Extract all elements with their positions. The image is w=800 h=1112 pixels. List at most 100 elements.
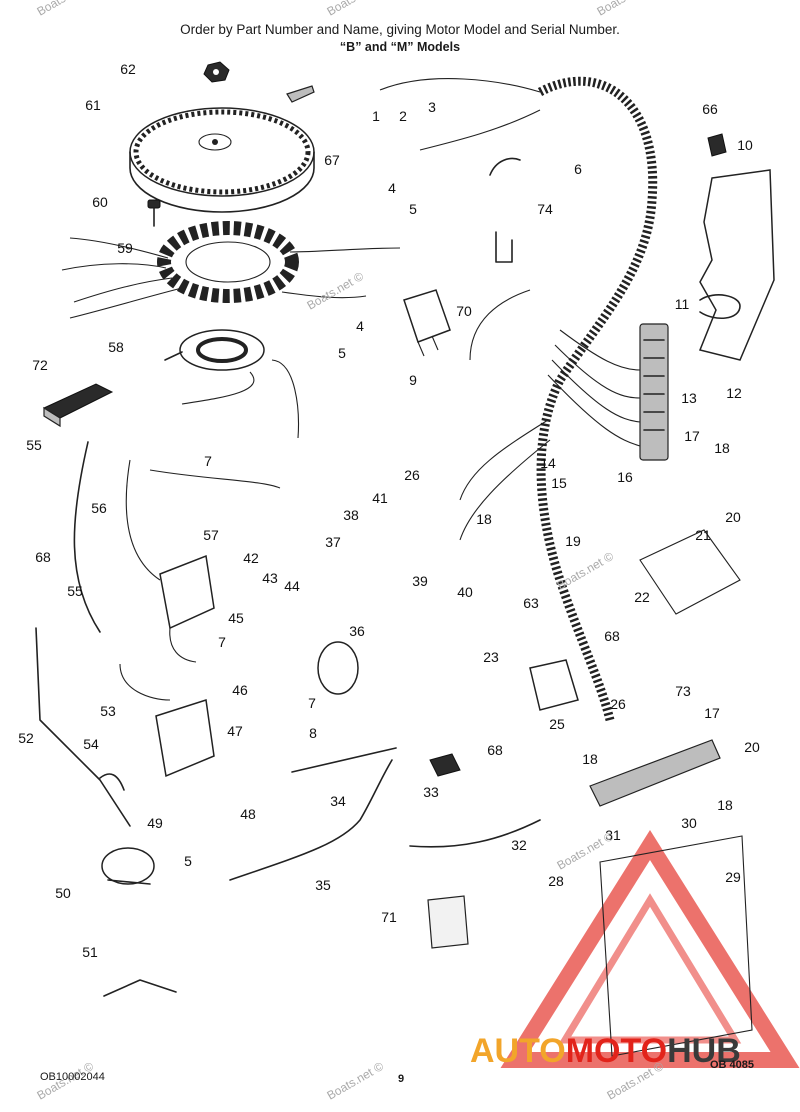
- callout-21: 21: [695, 527, 711, 543]
- callout-29: 29: [725, 869, 741, 885]
- callout-12: 12: [726, 385, 742, 401]
- part-72-terminal-block: [42, 383, 114, 428]
- callout-35: 35: [315, 877, 331, 893]
- part-9-rectifier: [403, 289, 451, 357]
- callout-63: 63: [523, 595, 539, 611]
- part-74-wire: [495, 231, 513, 263]
- callout-7: 7: [218, 634, 226, 650]
- part-50-horn: [101, 847, 155, 885]
- callout-2: 2: [399, 108, 407, 124]
- callout-55: 55: [67, 583, 83, 599]
- callout-50: 50: [55, 885, 71, 901]
- callout-28: 28: [548, 873, 564, 889]
- callout-49: 49: [147, 815, 163, 831]
- header-models: “B” and “M” Models: [339, 40, 461, 54]
- callout-4: 4: [388, 180, 396, 196]
- callout-70: 70: [456, 303, 472, 319]
- callout-16: 16: [617, 469, 633, 485]
- svg-text:AUTOMOTOHUB: AUTOMOTOHUB: [470, 1032, 741, 1070]
- part-23-solenoid: [529, 659, 579, 711]
- callout-53: 53: [100, 703, 116, 719]
- part-6-connector: [489, 157, 521, 176]
- callout-59: 59: [117, 240, 133, 256]
- svg-text:Boats.net ©: Boats.net ©: [325, 1059, 387, 1103]
- part-14-harness: [379, 76, 658, 722]
- part-10-bracket: [698, 169, 775, 361]
- part-71-decal: [427, 895, 469, 949]
- callout-40: 40: [457, 584, 473, 600]
- callout-3: 3: [428, 99, 436, 115]
- callout-51: 51: [82, 944, 98, 960]
- callout-4: 4: [356, 318, 364, 334]
- callout-33: 33: [423, 784, 439, 800]
- callout-68: 68: [35, 549, 51, 565]
- part-22-gasket-kit: [639, 529, 741, 615]
- automotohub-wordmark: AUTOMOTOHUB: [470, 1032, 741, 1070]
- callout-5: 5: [409, 201, 417, 217]
- callout-19: 19: [565, 533, 581, 549]
- part-59-stator: [61, 221, 401, 319]
- callout-74: 74: [537, 201, 553, 217]
- part-35-cable-end: [409, 819, 541, 848]
- callout-48: 48: [240, 806, 256, 822]
- part-54-hose: [99, 773, 125, 791]
- footer-page-number: 9: [398, 1073, 405, 1085]
- callout-62: 62: [120, 61, 136, 77]
- callout-57: 57: [203, 527, 219, 543]
- callout-6: 6: [574, 161, 582, 177]
- callout-39: 39: [412, 573, 428, 589]
- callout-9: 9: [409, 372, 417, 388]
- callout-18: 18: [717, 797, 733, 813]
- callout-46: 46: [232, 682, 248, 698]
- part-33-clamp: [429, 753, 461, 777]
- callout-47: 47: [227, 723, 243, 739]
- callout-54: 54: [83, 736, 99, 752]
- callout-26: 26: [610, 696, 626, 712]
- callout-11: 11: [675, 296, 690, 312]
- part-61-flywheel: [129, 107, 315, 213]
- callout-26: 26: [404, 467, 420, 483]
- callout-34: 34: [330, 793, 346, 809]
- callout-58: 58: [108, 339, 124, 355]
- callout-52: 52: [18, 730, 34, 746]
- part-67-key: [286, 85, 315, 103]
- callout-44: 44: [284, 578, 300, 594]
- callout-45: 45: [228, 610, 244, 626]
- callout-20: 20: [725, 509, 741, 525]
- part-13-terminal-block: [639, 323, 669, 461]
- callout-68: 68: [604, 628, 620, 644]
- svg-text:Boats.net ©: Boats.net ©: [555, 829, 617, 873]
- callout-18: 18: [476, 511, 492, 527]
- part-45-cd-module: [125, 459, 281, 663]
- callout-72: 72: [32, 357, 48, 373]
- callout-38: 38: [343, 507, 359, 523]
- callout-7: 7: [204, 453, 212, 469]
- callout-73: 73: [675, 683, 691, 699]
- part-11-clamp: [699, 294, 741, 319]
- callout-37: 37: [325, 534, 341, 550]
- callout-17: 17: [684, 428, 700, 444]
- svg-text:Boats.net ©: Boats.net ©: [555, 549, 617, 593]
- callout-8: 8: [309, 725, 317, 741]
- part-60-screw: [147, 199, 161, 227]
- callout-22: 22: [634, 589, 650, 605]
- svg-text:Boats.net ©: Boats.net ©: [35, 0, 97, 19]
- part-52-ground-strap: [35, 627, 131, 827]
- callout-56: 56: [91, 500, 107, 516]
- callout-5: 5: [338, 345, 346, 361]
- callout-10: 10: [737, 137, 753, 153]
- callout-17: 17: [704, 705, 720, 721]
- callout-43: 43: [262, 570, 278, 586]
- header-instruction: Order by Part Number and Name, giving Mo…: [180, 22, 620, 37]
- part-36-coil: [317, 641, 359, 695]
- callout-36: 36: [349, 623, 365, 639]
- part-30-mount-plate: [599, 835, 753, 1057]
- callout-14: 14: [540, 455, 556, 471]
- callout-18: 18: [582, 751, 598, 767]
- part-56-cable: [73, 441, 101, 633]
- part-73-terminal-block: [589, 739, 721, 807]
- callout-66: 66: [702, 101, 718, 117]
- callout-67: 67: [324, 152, 340, 168]
- svg-text:Boats.net ©: Boats.net ©: [325, 0, 387, 19]
